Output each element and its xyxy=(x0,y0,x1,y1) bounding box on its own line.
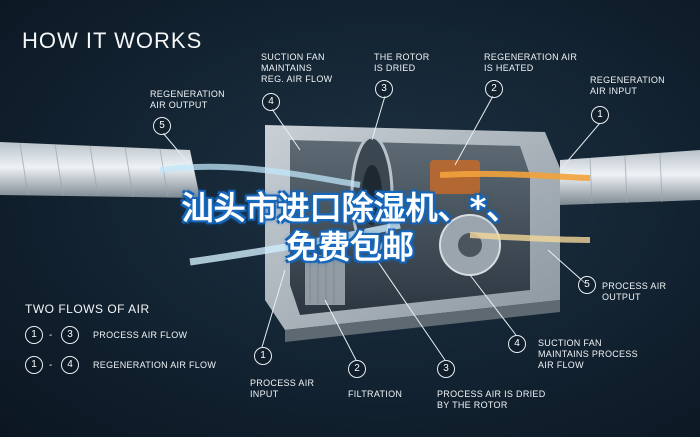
process-input-flow xyxy=(189,221,401,266)
step-2-marker: 2 xyxy=(485,80,503,98)
step-5-marker: 5 xyxy=(153,117,171,135)
flow-label: PROCESS AIR FLOW xyxy=(93,330,188,340)
step-1-process-marker: 1 xyxy=(254,347,272,365)
cabinet-base xyxy=(285,300,560,342)
page-title: HOW IT WORKS xyxy=(22,28,203,53)
right-duct xyxy=(560,150,700,205)
step-3-dried-marker: 3 xyxy=(437,360,455,378)
step-3-marker: 3 xyxy=(375,80,393,98)
left-duct xyxy=(0,142,200,198)
process-fan-hub xyxy=(458,233,482,257)
step-1-marker: 1 xyxy=(591,106,609,124)
step-4-process-marker: 4 xyxy=(508,335,526,353)
filter-panel xyxy=(305,255,345,305)
step-5-process-marker: 5 xyxy=(578,276,596,294)
flow-from-marker: 1 xyxy=(25,356,43,374)
process-output-flow xyxy=(469,232,591,243)
overlay-headline-line1: 汕头市进口除湿机、*、 xyxy=(181,189,519,227)
flow-from-marker: 1 xyxy=(25,326,43,344)
step-4-marker: 4 xyxy=(262,93,280,111)
flow-to-marker: 4 xyxy=(61,356,79,374)
overlay-headline-line2: 免费包邮 xyxy=(285,228,414,266)
step-2-filtration-marker: 2 xyxy=(348,360,366,378)
rotor-hub xyxy=(362,165,382,225)
flow-to-marker: 3 xyxy=(61,326,79,344)
regeneration-input-flow xyxy=(439,170,591,181)
flow-separator: - xyxy=(49,360,53,371)
flow-separator: - xyxy=(49,330,53,341)
callout-filtration: FILTRATION xyxy=(348,389,403,399)
regeneration-output-flow xyxy=(159,163,361,188)
flows-legend-title: TWO FLOWS OF AIR xyxy=(25,302,150,316)
flow-label: REGENERATION AIR FLOW xyxy=(93,360,217,370)
